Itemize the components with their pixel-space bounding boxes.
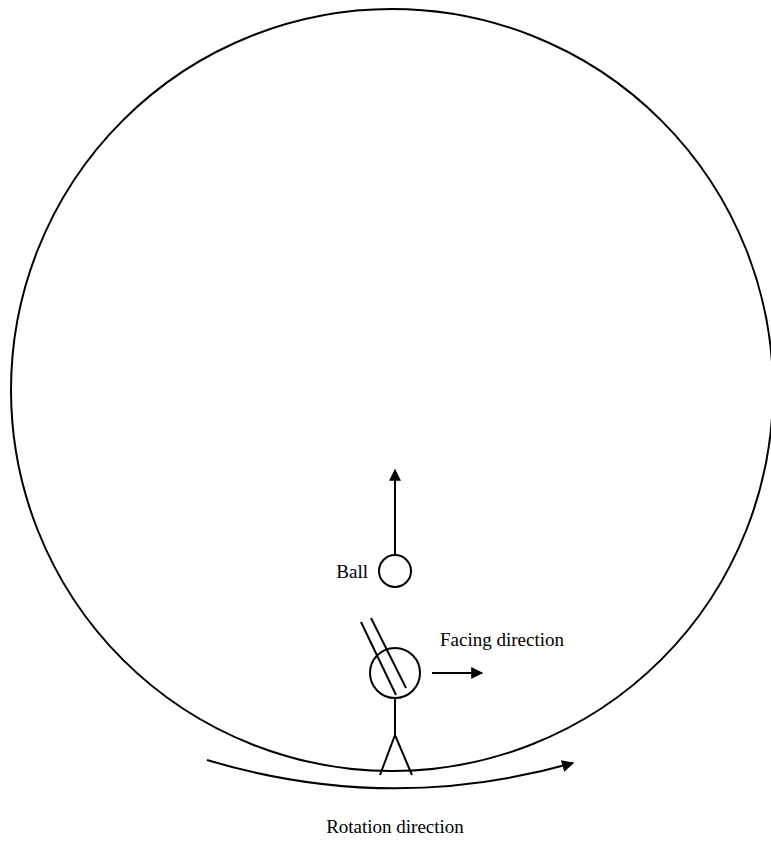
stick-figure [361,618,420,775]
text-label: Rotation direction [326,816,464,839]
facing-arrow [432,672,482,674]
ball [379,555,411,587]
text-label: Facing direction [440,629,564,652]
rotation-arrow [207,760,573,788]
ball-velocity-arrow [394,470,396,555]
text-label: Ball [336,561,368,584]
rotating-station [11,9,771,771]
